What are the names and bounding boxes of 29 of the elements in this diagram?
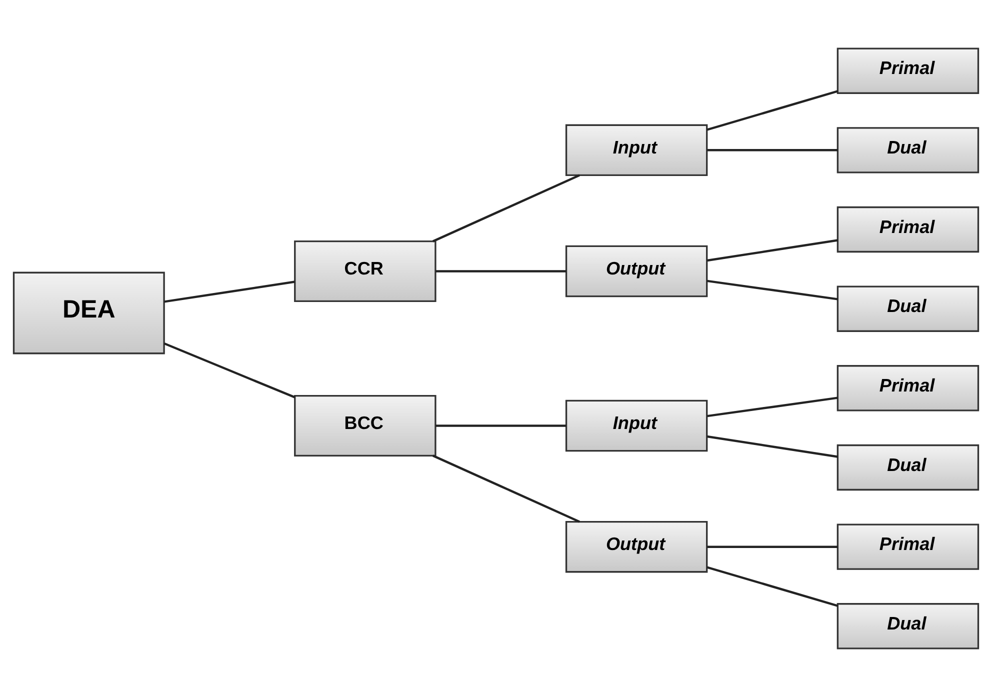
connector [706,90,838,130]
connector [707,545,838,548]
connector [706,396,838,417]
connector [436,270,566,272]
connector [706,434,838,458]
node-box: Dual [836,126,980,173]
node-box: Dual [836,285,980,332]
connector [707,148,838,151]
node-box: Dual [836,602,980,649]
node-box: Output [565,244,708,297]
connector [706,566,838,606]
node-box: Primal [836,364,980,411]
node-box: Primal [836,523,980,570]
node-box: CCR [294,240,436,302]
node-box: Input [565,399,708,452]
node-box: Primal [836,206,980,252]
node-box: Primal [836,47,980,94]
connector [436,424,566,426]
connector [432,174,580,242]
connector [706,238,838,262]
node-box: Output [565,520,708,572]
node-box: DEA [12,271,165,354]
node-box: Dual [836,444,980,490]
connector [164,342,296,398]
node-box: BCC [294,394,436,456]
connector [164,280,296,302]
connector [706,279,838,300]
connector [432,454,580,522]
node-box: Input [565,124,708,176]
